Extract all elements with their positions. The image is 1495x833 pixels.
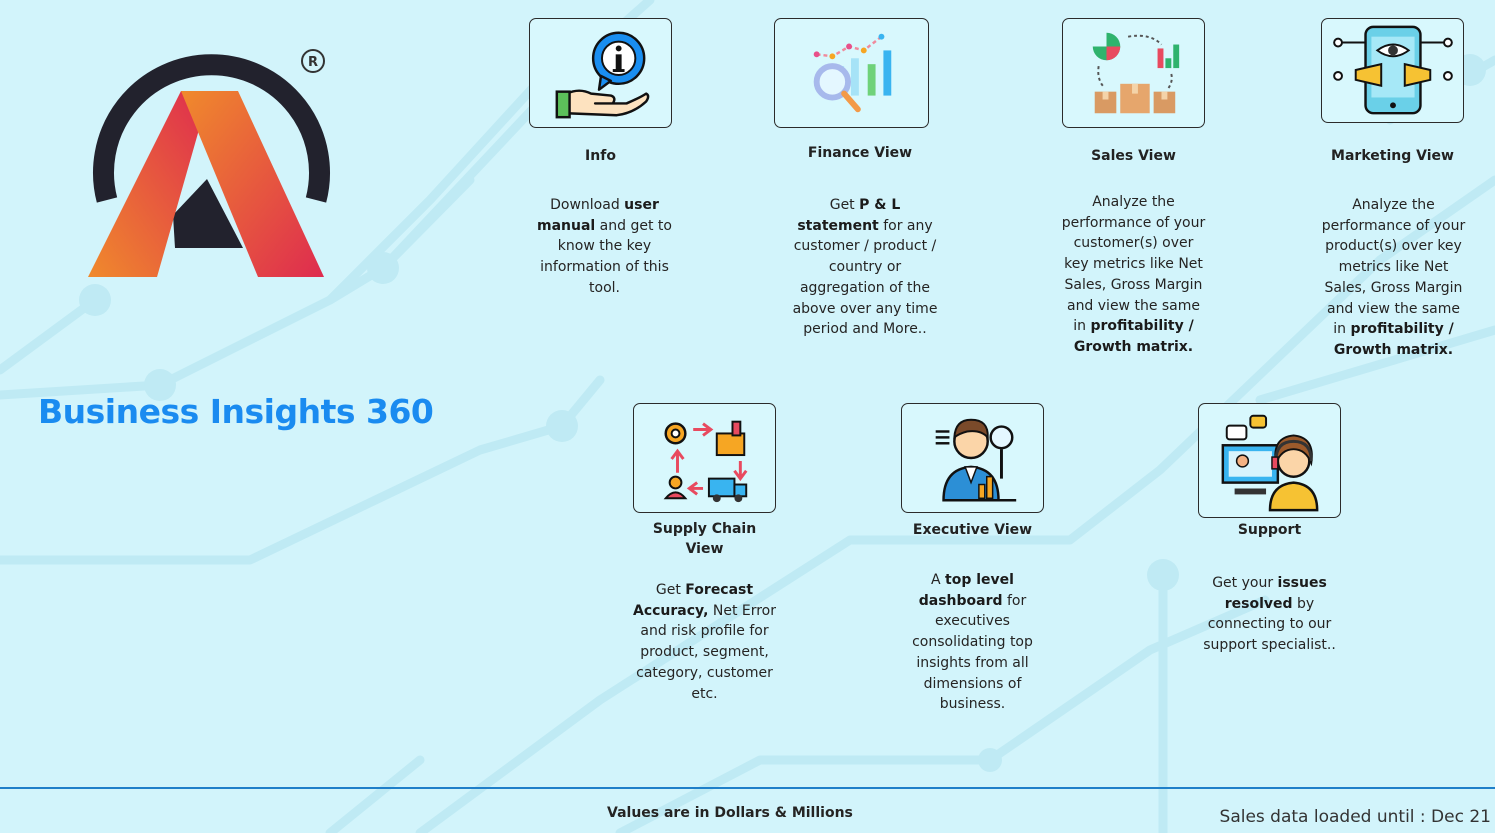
description-text: user manual	[537, 197, 659, 234]
finance-view-button[interactable]	[774, 18, 929, 128]
support-title: Support	[1237, 522, 1302, 538]
registered-mark: R	[308, 55, 318, 70]
executive-view-description: A top level dashboard for executives con…	[900, 570, 1045, 715]
supply-chain-view-title: Supply Chain View	[652, 521, 757, 557]
marketing-megaphone-phone-icon	[1333, 25, 1453, 115]
company-logo: R	[88, 49, 330, 277]
description-text: A	[931, 572, 946, 588]
finance-view-title: Finance View	[807, 145, 913, 161]
description-text: Analyze the performance of your product(…	[1321, 197, 1466, 338]
description-text: and get to know the key information of t…	[540, 217, 672, 296]
supply-chain-view-button[interactable]	[633, 403, 776, 513]
support-description: Get your issues resolved by connecting t…	[1196, 573, 1343, 656]
sales-view-title: Sales View	[1091, 148, 1176, 164]
marketing-view-button[interactable]	[1321, 18, 1464, 123]
description-text: P & L statement	[797, 197, 901, 234]
info-button[interactable]	[529, 18, 672, 128]
info-description: Download user manual and get to know the…	[532, 195, 677, 299]
description-text: Analyze the performance of your customer…	[1061, 194, 1206, 335]
description-text: Get	[829, 197, 860, 213]
support-headset-agent-icon	[1221, 414, 1319, 512]
description-text: for executives consolidating top insight…	[912, 592, 1033, 713]
support-button[interactable]	[1198, 403, 1341, 518]
description-text: profitability / Growth matrix.	[1333, 321, 1454, 358]
executive-view-title: Executive View	[912, 522, 1033, 538]
executive-view-button[interactable]	[901, 403, 1044, 513]
marketing-view-title: Marketing View	[1331, 148, 1454, 164]
description-text: issues resolved	[1224, 575, 1327, 612]
description-text: profitability / Growth matrix.	[1073, 318, 1194, 355]
finance-view-description: Get P & L statement for any customer / p…	[790, 195, 940, 340]
info-title: Info	[585, 148, 616, 164]
app-title: Business Insights 360	[38, 392, 434, 431]
description-text: Get	[655, 582, 686, 598]
sales-boxes-chart-icon	[1092, 32, 1180, 114]
sales-view-description: Analyze the performance of your customer…	[1060, 192, 1207, 358]
description-text: Download	[550, 197, 625, 213]
description-text: for any customer / product / country or …	[792, 217, 938, 338]
description-text: top level dashboard	[918, 572, 1014, 609]
info-hand-icon	[555, 31, 650, 119]
footer-divider	[0, 787, 1495, 789]
data-refresh-status: Sales data loaded until : Dec 21	[1219, 807, 1491, 827]
description-text: Net Error and risk profile for product, …	[636, 602, 777, 702]
supply-chain-cycle-icon	[663, 420, 748, 503]
description-text: by connecting to our support specialist.…	[1203, 595, 1336, 654]
supply-chain-view-description: Get Forecast Accuracy, Net Error and ris…	[632, 580, 777, 704]
finance-chart-magnifier-icon	[813, 33, 892, 113]
description-text: Get your	[1212, 575, 1278, 591]
description-text: Forecast Accuracy,	[632, 582, 754, 619]
executive-analyst-icon	[935, 418, 1017, 502]
sales-view-button[interactable]	[1062, 18, 1205, 128]
units-note: Values are in Dollars & Millions	[607, 805, 853, 821]
marketing-view-description: Analyze the performance of your product(…	[1320, 195, 1467, 361]
